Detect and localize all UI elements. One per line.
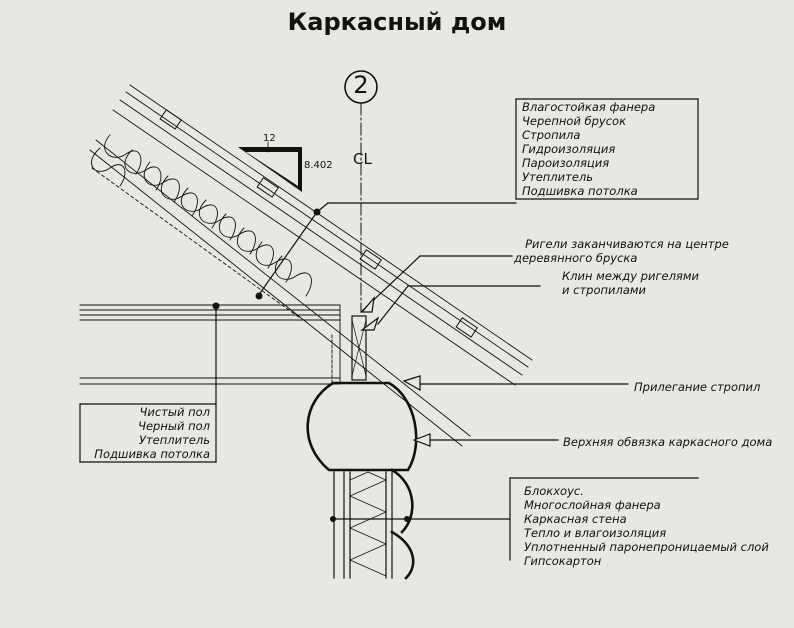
floor-leader	[79, 304, 217, 463]
wall-layer-label: Тепло и влагоизоляция	[524, 526, 667, 540]
roof-battens	[159, 109, 478, 338]
frame-wall	[333, 471, 393, 579]
roof-layer-label: Утеплитель	[522, 170, 594, 184]
floor-layer-label: Подшивка потолка	[94, 447, 210, 461]
wall-layer-label: Многослойная фанера	[524, 498, 661, 512]
slope-run: 8.402	[304, 160, 333, 171]
wall-callout: Блокхоус. Многослойная фанера Каркасная …	[524, 484, 769, 568]
axis-number: 2	[353, 71, 369, 99]
wedge-leader	[377, 285, 541, 325]
insulation	[91, 134, 312, 297]
floor-callout: Чистый пол Черный пол Утеплитель Подшивк…	[82, 405, 210, 461]
ridge-post	[351, 315, 367, 381]
roof-layer-label: Гидроизоляция	[522, 142, 616, 156]
wedge-callout: Клин между ригелями и стропилами	[562, 269, 699, 297]
roof-layers	[89, 84, 533, 447]
page-title: Каркасный дом	[287, 8, 507, 36]
blockhouse-siding	[390, 468, 415, 580]
ridge-end-callout: Ригели заканчиваются на центре деревянно…	[508, 237, 746, 265]
ridge-end-line: деревянного бруска	[514, 251, 638, 265]
roof-layer-label: Черепной брусок	[522, 114, 627, 128]
roof-layer-label: Подшивка потолка	[522, 184, 638, 198]
floor-structure	[79, 304, 341, 385]
wall-layer-label: Гипсокартон	[524, 554, 602, 568]
wall-leader	[331, 477, 699, 561]
roof-callout: Влагостойкая фанера Черепной брусок Стро…	[522, 100, 655, 198]
roof-layer-label: Пароизоляция	[522, 156, 610, 170]
roof-layer-label: Стропила	[522, 128, 581, 142]
floor-layer-label: Чистый пол	[139, 405, 211, 419]
slope-rise: 12	[263, 133, 276, 144]
wedge-line: и стропилами	[562, 283, 647, 297]
roof-leader	[257, 98, 699, 297]
rafter-fit-label: Прилегание стропил	[634, 380, 761, 394]
wall-layer-label: Блокхоус.	[524, 484, 584, 498]
top-plate-label: Верхняя обвязка каркасного дома	[563, 435, 773, 449]
wall-layer-label: Каркасная стена	[524, 512, 627, 526]
ridge-end-line: Ригели заканчиваются на центре	[525, 237, 729, 251]
floor-layer-label: Утеплитель	[138, 433, 210, 447]
roof-layer-label: Влагостойкая фанера	[522, 100, 656, 114]
floor-layer-label: Черный пол	[138, 419, 210, 433]
top-plate-log	[306, 381, 418, 472]
ridge-end-leader	[360, 255, 513, 313]
wall-layer-label: Уплотненный паронепроницаемый слой	[524, 540, 769, 554]
centerline-label: CL	[353, 150, 372, 168]
wedge-line: Клин между ригелями	[562, 269, 699, 283]
